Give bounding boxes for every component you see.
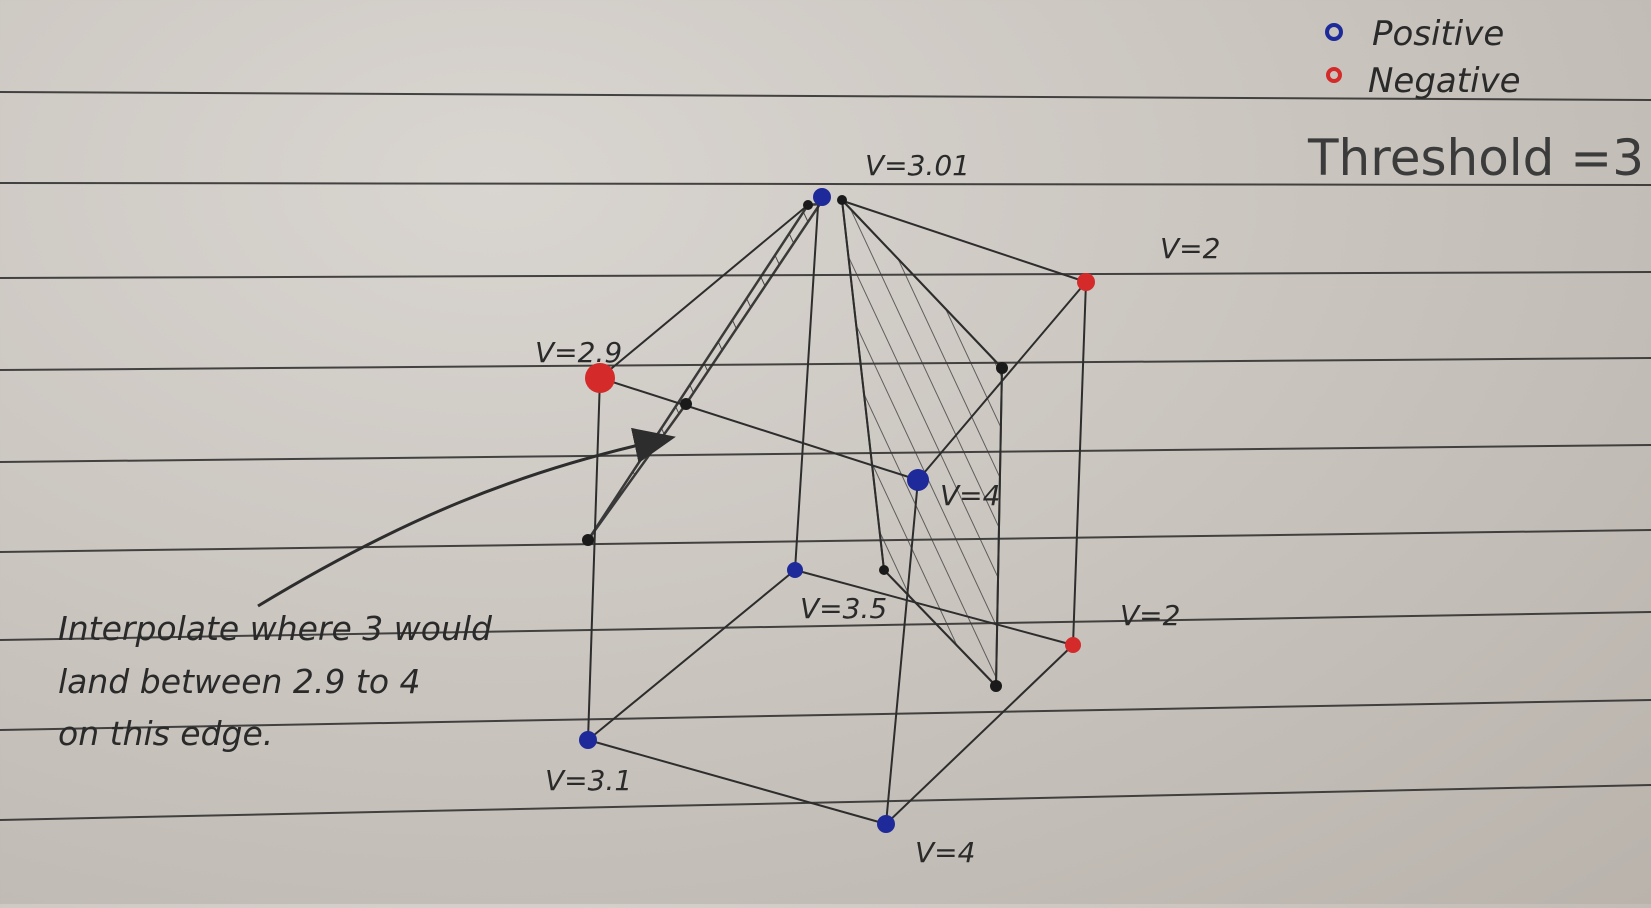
note-line-2: land between 2.9 to 4 bbox=[58, 662, 421, 701]
label-right-top: V=2 bbox=[1160, 232, 1220, 265]
vertex-right-top bbox=[1077, 273, 1095, 291]
vertex-back-bottom bbox=[787, 562, 803, 578]
vertex-right-bottom bbox=[1065, 637, 1081, 653]
legend-positive-marker bbox=[1325, 23, 1343, 41]
interpolated-point bbox=[837, 195, 847, 205]
interpolated-point bbox=[990, 680, 1002, 692]
interpolation-points bbox=[582, 195, 1008, 692]
left-isosurface-patch bbox=[586, 202, 823, 541]
annotation-arrow bbox=[257, 427, 676, 608]
legend-negative-label: Negative bbox=[1368, 61, 1521, 101]
label-back-bottom: V=3.5 bbox=[800, 592, 887, 625]
label-right-bottom: V=2 bbox=[1120, 599, 1180, 632]
label-front-bottom: V=4 bbox=[915, 836, 975, 869]
vertex-labels: V=3.01 V=2 V=2.9 V=4 V=3.5 V=2 V=3.1 V=4 bbox=[535, 149, 1220, 869]
interpolated-point bbox=[803, 200, 813, 210]
label-center: V=4 bbox=[940, 479, 1000, 512]
legend-negative-marker bbox=[1326, 67, 1342, 83]
interpolated-point bbox=[996, 362, 1008, 374]
legend-positive-label: Positive bbox=[1372, 14, 1504, 54]
interpolated-point bbox=[680, 398, 692, 410]
label-left-bottom: V=3.1 bbox=[545, 764, 632, 797]
interpolated-point bbox=[582, 534, 594, 546]
vertex-left-top bbox=[585, 363, 615, 393]
note-line-1: Interpolate where 3 would bbox=[58, 609, 493, 648]
interpolated-point bbox=[879, 565, 889, 575]
interpolation-note: Interpolate where 3 would land between 2… bbox=[58, 609, 493, 753]
note-line-3: on this edge. bbox=[58, 714, 273, 753]
cube-vertices bbox=[579, 188, 1095, 833]
ruled-lines bbox=[0, 91, 1651, 821]
threshold-label: Threshold =3 bbox=[1307, 129, 1644, 187]
cube-edges bbox=[587, 199, 1087, 825]
vertex-center bbox=[907, 469, 929, 491]
legend: Positive Negative Threshold =3 bbox=[1307, 14, 1644, 187]
vertex-left-bottom bbox=[579, 731, 597, 749]
label-left-top: V=2.9 bbox=[535, 336, 622, 369]
vertex-top bbox=[813, 188, 831, 206]
label-top: V=3.01 bbox=[865, 149, 970, 182]
vertex-front-bottom bbox=[877, 815, 895, 833]
